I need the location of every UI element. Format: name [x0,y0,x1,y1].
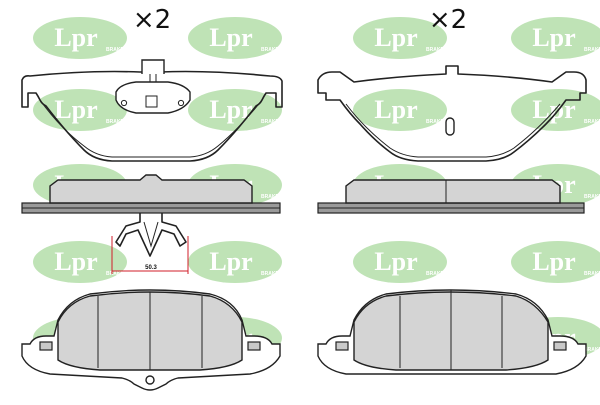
lpr-logo-sub: BRAKES [584,47,600,53]
lpr-logo-sub: BRAKES [261,194,283,200]
lpr-logo-text: Lpr [374,23,417,52]
lpr-logo-sub: BRAKES [584,271,600,277]
lpr-logo: Lpr BRAKES [511,241,600,283]
lpr-logo-text: Lpr [54,247,97,276]
sensor-rivet [120,99,128,107]
lpr-logo-sub: BRAKES [426,47,448,53]
watermark-layer: Lpr BRAKES Lpr BRAKES Lpr BRAKES Lpr BRA… [33,17,600,359]
lpr-logo-sub: BRAKES [584,119,600,125]
lpr-logo: Lpr BRAKES [188,241,283,283]
lpr-logo-sub: BRAKES [426,271,448,277]
friction-material [49,174,253,204]
lpr-logo-sub: BRAKES [106,47,128,53]
lpr-logo-text: Lpr [54,23,97,52]
lpr-logo: Lpr BRAKES [33,17,128,59]
left-pad-front-view [21,289,281,391]
ear-tab [39,341,53,351]
sensor-hole [145,375,155,385]
lpr-logo-sub: BRAKES [261,119,283,125]
lpr-logo-text: Lpr [532,23,575,52]
sensor-rivet [177,99,185,107]
ear-tab [553,341,567,351]
lpr-logo: Lpr BRAKES [353,17,448,59]
right-pad-top-view [317,65,587,162]
lpr-logo-text: Lpr [374,95,417,124]
left-pad-side-view: 50.3 [21,174,281,274]
spring-clip [115,213,187,257]
lpr-logo-sub: BRAKES [584,347,600,353]
lpr-logo-sub: BRAKES [584,194,600,200]
lpr-logo-text: Lpr [374,247,417,276]
ear-tab [335,341,349,351]
right-pad-side-view [317,179,585,214]
friction-material [345,179,561,204]
lpr-logo: Lpr BRAKES [188,89,283,131]
sensor-square [145,95,158,108]
lpr-logo-text: Lpr [209,23,252,52]
lpr-logo-sub: BRAKES [426,119,448,125]
lpr-logo-sub: BRAKES [106,119,128,125]
lpr-logo-sub: BRAKES [106,271,128,277]
lpr-logo: Lpr BRAKES [353,241,448,283]
lpr-logo: Lpr BRAKES [188,17,283,59]
lpr-logo: Lpr BRAKES [353,89,448,131]
ear-tab [247,341,261,351]
left-quantity-label: ×2 [133,5,171,35]
lpr-logo: Lpr BRAKES [33,241,128,283]
right-slot [445,117,455,136]
right-pad-front-view [317,289,587,375]
lpr-logo-text: Lpr [209,247,252,276]
lpr-logo-sub: BRAKES [261,271,283,277]
left-pad-top-view [21,59,283,162]
lpr-logo-text: Lpr [532,247,575,276]
sensor-housing [115,81,191,114]
lpr-logo-sub: BRAKES [261,47,283,53]
lpr-logo-text: Lpr [54,95,97,124]
right-quantity-label: ×2 [429,5,467,35]
clip-dimension-label: 50.3 [145,265,157,271]
wear-sensor-tab [141,59,165,74]
lpr-logo: Lpr BRAKES [511,17,600,59]
